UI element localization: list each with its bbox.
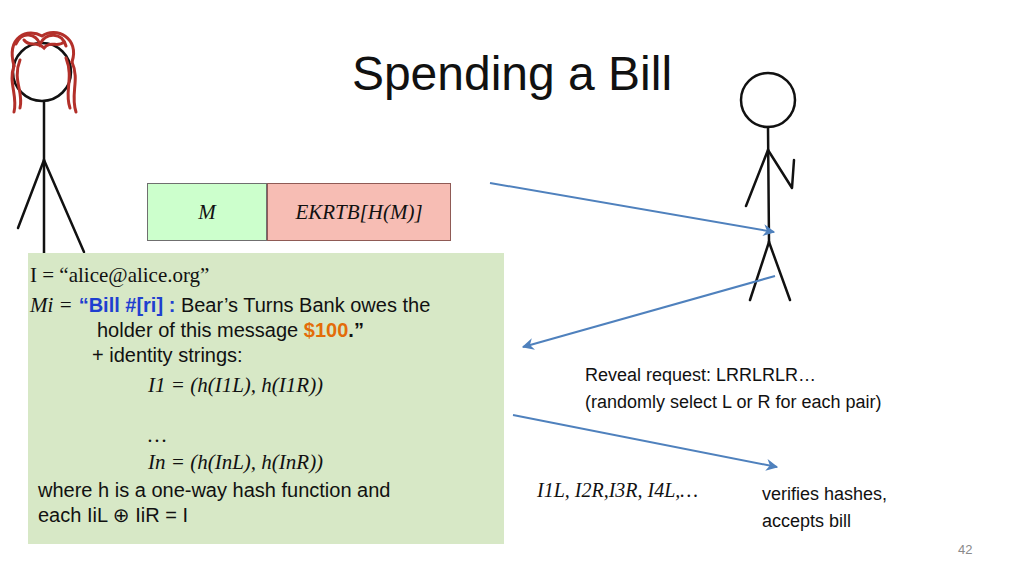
reveal-note: (randomly select L or R for each pair): [585, 389, 881, 416]
figure-arm: [768, 150, 794, 188]
slide-title: Spending a Bill: [0, 44, 1024, 104]
figure-arm: [44, 160, 84, 252]
verifier-note: verifies hashes, accepts bill: [762, 481, 922, 535]
text-line: Mi =“Bill #[ri] :Bear’s Turns Bank owes …: [30, 293, 470, 343]
text-line: + identity strings:: [92, 343, 243, 368]
hair-curl: [12, 32, 73, 66]
hair-curl: [66, 58, 76, 112]
identity-definition: I = “alice@alice.org”: [30, 263, 209, 287]
figure-arm: [746, 150, 768, 206]
signature-formula: EKRTB[H(M)]: [295, 200, 422, 224]
send-arrow: [490, 183, 774, 232]
bill-amount: $100: [304, 319, 349, 341]
figure-body: [43, 102, 46, 260]
bill-contents-box: I = “alice@alice.org”Mi =“Bill #[ri] :Be…: [28, 253, 504, 544]
bill-text-end: .”: [348, 319, 364, 341]
message-box: M: [147, 183, 267, 241]
alice-hair: [12, 32, 76, 112]
text-line: I = “alice@alice.org”: [30, 263, 209, 288]
text-line: …: [148, 423, 167, 448]
signature-box: EKRTB[H(M)]: [267, 183, 451, 241]
figure-body: [768, 127, 769, 242]
identity-heading: + identity strings:: [92, 344, 243, 366]
figure-leg: [750, 242, 769, 300]
identity-formula: I1 = (h(I1L), h(I1R)): [148, 373, 323, 397]
figure-arm: [18, 160, 44, 228]
alice-figure: [13, 43, 84, 260]
hair-curl: [12, 60, 21, 112]
page-number: 42: [958, 542, 972, 558]
hash-note: where h is a one-way hash function and e…: [38, 479, 390, 526]
figure-head: [13, 43, 71, 101]
bill-number: “Bill #[ri] :: [79, 294, 176, 316]
request-arrow: [523, 276, 775, 347]
reveal-request: Reveal request: LRRLRLR…: [585, 362, 816, 389]
text-line: M: [198, 200, 216, 225]
revealed-halves: I1L, I2R,I3R, I4L,…: [537, 478, 698, 502]
message-arrows: [490, 183, 777, 467]
text-line: I1 = (h(I1L), h(I1R)): [148, 373, 323, 398]
bank-figure: [741, 73, 795, 300]
text-line: In = (h(InL), h(InR)): [148, 450, 323, 475]
text-line: where h is a one-way hash function and e…: [38, 478, 418, 528]
hair-curl: [24, 40, 64, 48]
text-line: EKRTB[H(M)]: [295, 200, 422, 225]
figure-head: [741, 73, 795, 127]
message-symbol: M: [198, 200, 216, 224]
message-symbol: Mi =: [30, 293, 73, 317]
reveal-arrow: [513, 415, 777, 467]
ellipsis: …: [148, 423, 167, 447]
identity-formula: In = (h(InL), h(InR)): [148, 450, 323, 474]
figure-leg: [769, 242, 790, 300]
